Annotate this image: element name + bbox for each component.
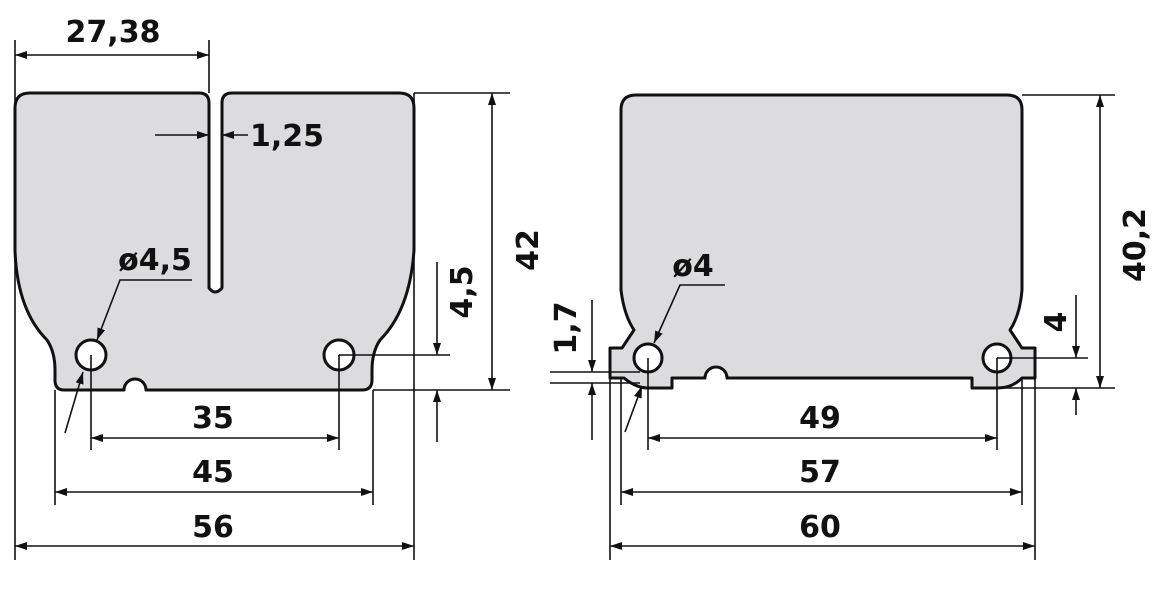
left-dimensions: 27,38 1,25 ø4,5 4,5 42 35 45 56: [14, 15, 546, 560]
right-dimensions: 1,7 ø4 4 40,2 49 57 60: [549, 94, 1153, 560]
dim-hole-offset: 4: [1039, 312, 1074, 333]
dim-overall-width: 60: [799, 510, 841, 545]
dim-height: 42: [511, 229, 546, 271]
dim-height: 40,2: [1118, 208, 1153, 282]
dim-overall-width: 56: [192, 510, 234, 545]
dim-hole-spacing: 35: [192, 401, 234, 436]
right-plate-outline: [608, 93, 1037, 390]
dim-body-width: 57: [799, 455, 841, 490]
dim-hole-spacing: 49: [799, 401, 841, 436]
dim-27-38: 27,38: [66, 15, 161, 50]
left-reed-plate: [13, 91, 416, 392]
left-plate-outline: [13, 91, 416, 392]
dim-hole-diameter: ø4,5: [118, 243, 192, 278]
dim-tab-height: 1,7: [549, 301, 584, 354]
dim-hole-offset: 4,5: [445, 265, 480, 318]
dim-hole-diameter: ø4: [672, 249, 713, 284]
right-reed-plate: [608, 93, 1037, 390]
dim-bottom-width: 45: [192, 455, 234, 490]
dim-slot-width: 1,25: [250, 119, 324, 154]
